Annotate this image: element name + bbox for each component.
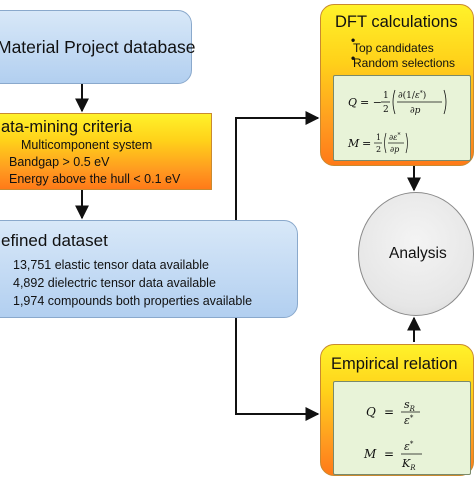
criteria-item: Multicomponent system <box>21 138 153 152</box>
empirical-title: Empirical relation <box>331 355 458 373</box>
criteria-item: Energy above the hull < 0.1 eV <box>9 172 181 186</box>
dft-bullet-marker: • <box>351 51 356 65</box>
svg-text:2: 2 <box>383 105 389 115</box>
svg-text:∂p: ∂p <box>390 145 399 154</box>
dft-title: DFT calculations <box>335 13 458 31</box>
svg-text:= −: = − <box>360 96 382 109</box>
svg-text:1: 1 <box>376 133 381 142</box>
dft-bullet-item: Random selections <box>353 56 456 70</box>
svg-text:∂p: ∂p <box>410 106 421 116</box>
svg-text:Q: Q <box>366 405 376 419</box>
empirical-box: Empirical relation Q = sR ε* M = ε* KR <box>320 344 474 476</box>
svg-text:1: 1 <box>383 91 389 101</box>
svg-text:M: M <box>363 447 377 461</box>
database-title: Material Project database <box>0 37 196 57</box>
criteria-item: Bandgap > 0.5 eV <box>9 155 110 169</box>
empirical-equations: Q = sR ε* M = ε* KR <box>363 398 422 472</box>
svg-text:∂(1/ε*): ∂(1/ε*) <box>398 90 426 101</box>
svg-text:sR: sR <box>404 398 416 413</box>
database-box: Material Project database <box>0 10 196 84</box>
dataset-item: 13,751 elastic tensor data available <box>13 258 209 272</box>
dft-box: DFT calculations • Top candidates • Rand… <box>320 4 474 166</box>
dataset-title: efined dataset <box>1 231 108 250</box>
svg-text:2: 2 <box>376 145 381 154</box>
svg-text:=: = <box>384 447 394 461</box>
svg-text:∂ε*: ∂ε* <box>389 132 400 142</box>
dft-bullet-marker: • <box>351 33 356 47</box>
svg-text:=: = <box>362 137 371 150</box>
dft-equations-panel: Q = − 1 2 ∂(1/ε*) ∂p M = 1 2 ∂ε* ∂p <box>333 75 471 161</box>
criteria-title: ata-mining criteria <box>1 118 133 136</box>
svg-text:M: M <box>347 137 360 150</box>
criteria-box: ata-mining criteria Multicomponent syste… <box>0 113 212 190</box>
svg-text:=: = <box>384 405 394 419</box>
svg-text:Q: Q <box>348 96 357 109</box>
analysis-node: Analysis <box>358 192 474 316</box>
svg-text:ε*: ε* <box>404 414 414 427</box>
dataset-item: 4,892 dielectric tensor data available <box>13 276 216 290</box>
dataset-box: efined dataset 13,751 elastic tensor dat… <box>0 220 298 318</box>
dataset-item: 1,974 compounds both properties availabl… <box>13 294 253 308</box>
svg-text:ε*: ε* <box>404 440 414 453</box>
dft-equations: Q = − 1 2 ∂(1/ε*) ∂p M = 1 2 ∂ε* ∂p <box>347 89 447 154</box>
empirical-equations-panel: Q = sR ε* M = ε* KR <box>333 381 471 475</box>
svg-text:KR: KR <box>401 457 416 472</box>
dft-bullet-item: Top candidates <box>353 41 434 55</box>
analysis-label: Analysis <box>389 245 447 262</box>
